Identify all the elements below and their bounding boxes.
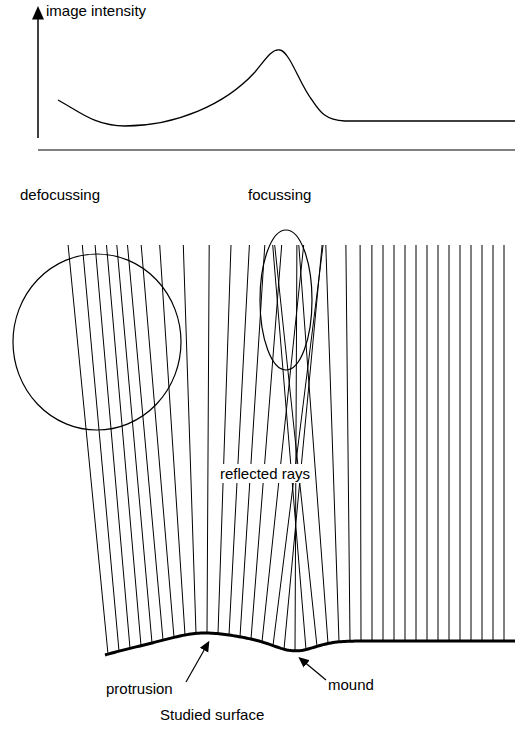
region-label: focussing — [248, 186, 311, 203]
rays-label: reflected rays — [216, 464, 314, 483]
ray-line — [273, 245, 323, 646]
ray-line — [394, 245, 395, 641]
y-axis — [37, 12, 39, 138]
ray-line — [427, 245, 428, 641]
ray-line — [218, 245, 231, 634]
ray-line — [383, 245, 384, 641]
ray-line — [117, 245, 152, 643]
part-label: mound — [328, 676, 374, 693]
ray-line — [346, 245, 350, 641]
ray-line — [326, 245, 339, 642]
defocus-ellipse — [13, 254, 181, 430]
ray-line — [275, 245, 317, 646]
ray-line — [141, 245, 174, 637]
ray-line — [229, 245, 249, 635]
part-label: protrusion — [106, 680, 173, 697]
ray-line — [240, 245, 265, 637]
protrusion-leader — [186, 645, 207, 682]
ray-line — [183, 245, 196, 633]
ray-line — [299, 245, 328, 644]
ray-line — [207, 245, 209, 633]
ray-line — [449, 245, 450, 641]
ray-line — [471, 245, 472, 641]
ray-line — [262, 245, 304, 642]
ray-line — [95, 245, 130, 648]
ray-line — [482, 245, 483, 641]
reflected-rays — [68, 245, 504, 654]
ray-line — [107, 245, 142, 646]
studied-surface — [105, 633, 515, 655]
mound-leader — [302, 660, 326, 680]
caption-label: Studied surface — [160, 706, 264, 723]
ray-line — [405, 245, 406, 641]
ray-line — [460, 245, 461, 641]
ray-line — [273, 245, 306, 650]
intensity-curve — [58, 50, 515, 126]
ray-line — [438, 245, 439, 641]
ray-line — [371, 245, 372, 641]
axis-label: image intensity — [46, 2, 146, 19]
focus-ellipse — [260, 230, 312, 370]
ray-line — [360, 245, 362, 641]
x-axis — [38, 149, 515, 150]
ray-line — [416, 245, 417, 641]
ray-line — [504, 245, 505, 641]
ray-line — [493, 245, 494, 641]
region-label: defocussing — [20, 186, 100, 203]
